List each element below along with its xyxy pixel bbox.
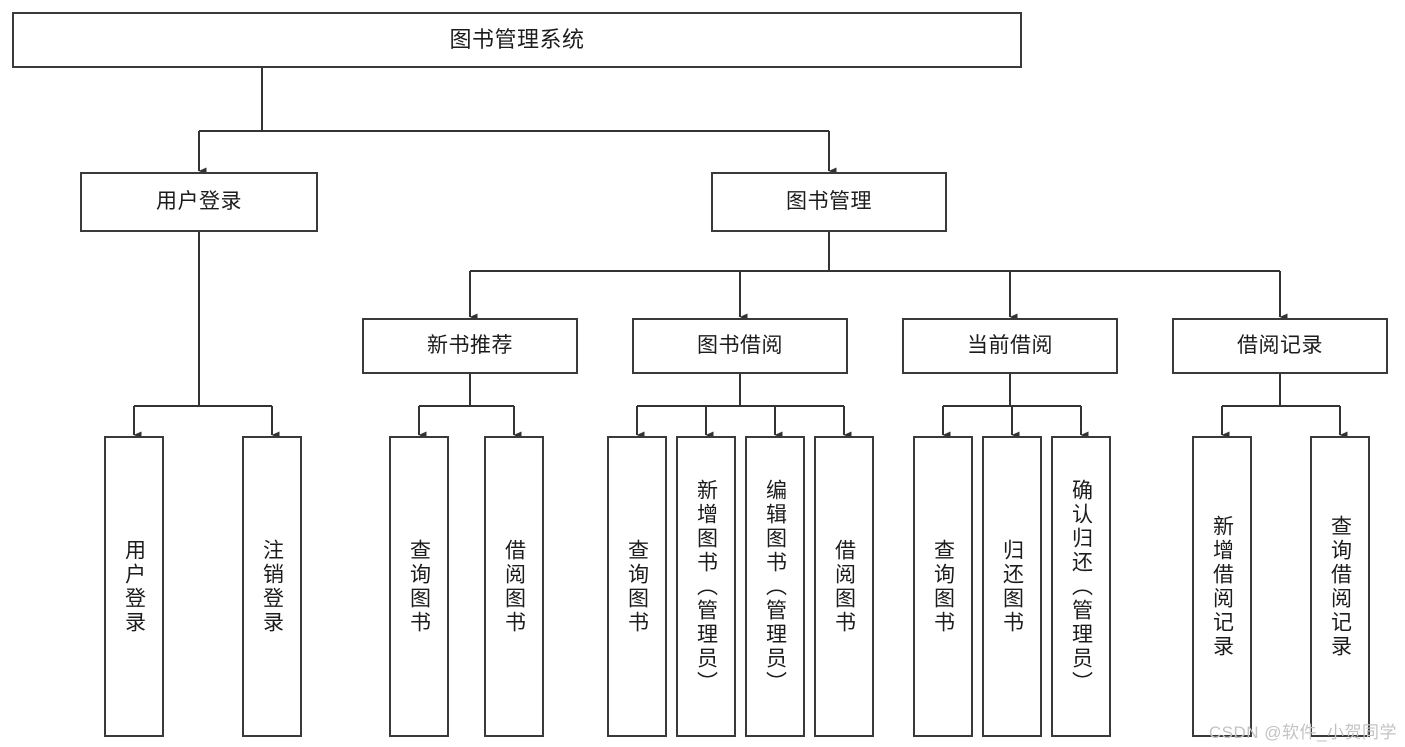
node-l_bb_borrow[interactable]: 借阅图书 <box>814 436 874 737</box>
node-label-l_bb_add: 新增图书（管理员） <box>694 478 718 695</box>
node-new_book_rec[interactable]: 新书推荐 <box>362 318 578 374</box>
node-l_br_add[interactable]: 新增借阅记录 <box>1192 436 1252 737</box>
node-l_cb_confirm[interactable]: 确认归还（管理员） <box>1051 436 1111 737</box>
node-label-root: 图书管理系统 <box>449 27 585 53</box>
node-l_br_query[interactable]: 查询借阅记录 <box>1310 436 1370 737</box>
node-label-book_borrow: 图书借阅 <box>697 333 783 357</box>
node-label-l_bb_query: 查询图书 <box>625 538 649 635</box>
node-l_cb_query[interactable]: 查询图书 <box>913 436 973 737</box>
node-label-l_br_query: 查询借阅记录 <box>1328 514 1352 659</box>
node-root[interactable]: 图书管理系统 <box>12 12 1022 68</box>
node-l_bb_query[interactable]: 查询图书 <box>607 436 667 737</box>
node-label-borrow_record: 借阅记录 <box>1237 333 1323 357</box>
node-label-user_login: 用户登录 <box>156 189 242 213</box>
node-label-cur_borrow: 当前借阅 <box>967 333 1053 357</box>
node-cur_borrow[interactable]: 当前借阅 <box>902 318 1118 374</box>
node-label-l_nb_query: 查询图书 <box>407 538 431 635</box>
node-label-l_nb_borrow: 借阅图书 <box>502 538 526 635</box>
node-borrow_record[interactable]: 借阅记录 <box>1172 318 1388 374</box>
node-l_user_logout[interactable]: 注销登录 <box>242 436 302 737</box>
node-label-l_bb_edit: 编辑图书（管理员） <box>763 478 787 695</box>
node-label-l_br_add: 新增借阅记录 <box>1210 514 1234 659</box>
node-label-new_book_rec: 新书推荐 <box>427 333 513 357</box>
node-label-book_manage: 图书管理 <box>786 189 872 213</box>
node-label-l_cb_return: 归还图书 <box>1000 538 1024 635</box>
node-l_nb_query[interactable]: 查询图书 <box>389 436 449 737</box>
node-label-l_cb_query: 查询图书 <box>931 538 955 635</box>
node-label-l_user_logout: 注销登录 <box>260 538 284 635</box>
node-book_borrow[interactable]: 图书借阅 <box>632 318 848 374</box>
node-label-l_user_login: 用户登录 <box>122 538 146 635</box>
node-label-l_bb_borrow: 借阅图书 <box>832 538 856 635</box>
node-book_manage[interactable]: 图书管理 <box>711 172 947 232</box>
node-l_nb_borrow[interactable]: 借阅图书 <box>484 436 544 737</box>
node-l_bb_edit[interactable]: 编辑图书（管理员） <box>745 436 805 737</box>
node-l_user_login[interactable]: 用户登录 <box>104 436 164 737</box>
node-l_bb_add[interactable]: 新增图书（管理员） <box>676 436 736 737</box>
node-user_login[interactable]: 用户登录 <box>80 172 318 232</box>
node-l_cb_return[interactable]: 归还图书 <box>982 436 1042 737</box>
node-label-l_cb_confirm: 确认归还（管理员） <box>1069 478 1093 695</box>
